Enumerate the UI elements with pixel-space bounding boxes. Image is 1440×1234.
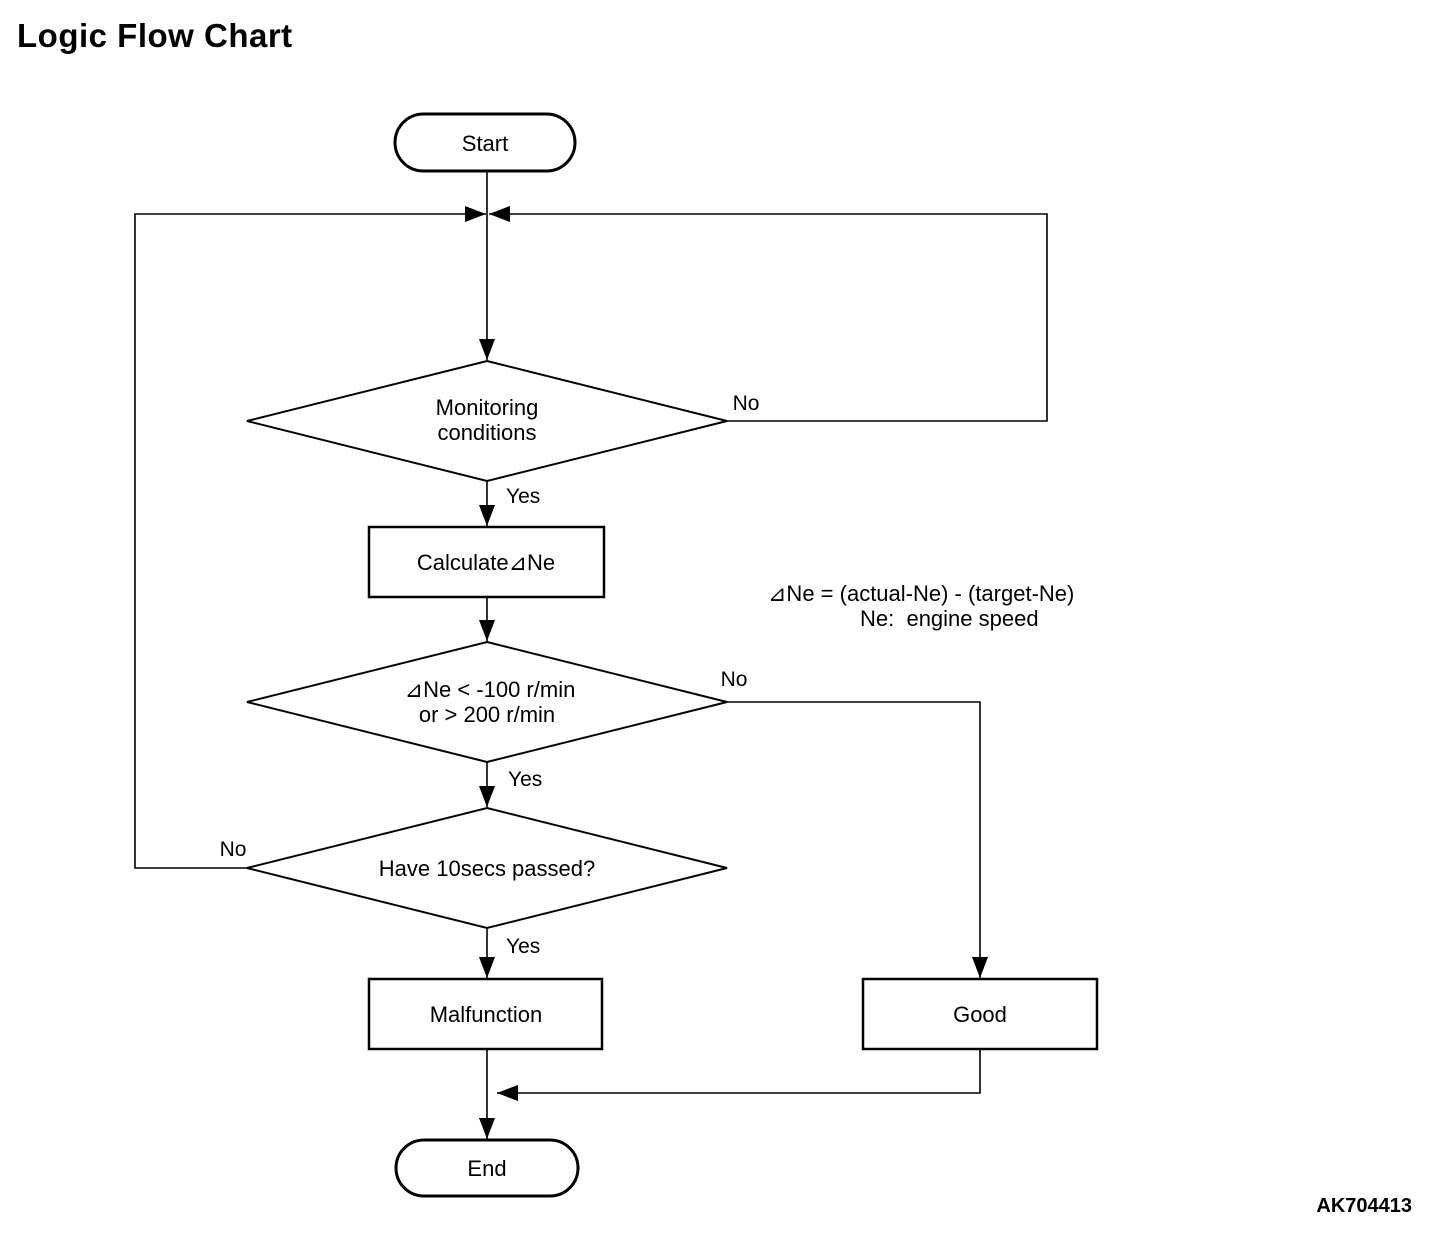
- label-delta-no: No: [721, 668, 748, 691]
- label-monitoring-no: No: [733, 392, 760, 415]
- node-calculate-delta-ne: Calculate⊿Ne: [367, 525, 606, 599]
- node-ten-secs-passed: Have 10secs passed?: [246, 806, 728, 930]
- edge-monitoring-no-loop: [489, 206, 1048, 422]
- edge-ten-secs-no-loop: [134, 206, 486, 869]
- calculate-delta-ne-label: Calculate⊿Ne: [417, 550, 555, 575]
- good-shape: [861, 977, 1099, 1051]
- node-end: End: [394, 1138, 580, 1198]
- node-malfunction: Malfunction: [367, 977, 604, 1051]
- edge-delta-no-to-good: [727, 701, 988, 978]
- calculate-delta-ne-shape: [367, 525, 606, 599]
- delta-ne-check-label-line1: ⊿Ne < -100 r/min: [405, 677, 576, 702]
- edge-good-to-merge: [497, 1049, 981, 1101]
- label-ten-secs-yes: Yes: [506, 935, 540, 958]
- malfunction-shape: [367, 977, 604, 1051]
- malfunction-label: Malfunction: [430, 1002, 543, 1027]
- end-shape: [394, 1138, 580, 1198]
- node-delta-ne-check: ⊿Ne < -100 r/min or > 200 r/min: [246, 640, 728, 764]
- monitoring-conditions-label-line1: Monitoring: [436, 395, 539, 420]
- monitoring-conditions-label-line2: conditions: [437, 420, 536, 445]
- good-label: Good: [953, 1002, 1007, 1027]
- delta-ne-definition-note: ⊿Ne = (actual-Ne) - (target-Ne) Ne: engi…: [768, 581, 1074, 631]
- delta-ne-check-label-line2: or > 200 r/min: [419, 702, 555, 727]
- node-good: Good: [861, 977, 1099, 1051]
- label-ten-secs-no: No: [220, 838, 247, 861]
- ten-secs-passed-label: Have 10secs passed?: [379, 856, 595, 881]
- ten-secs-passed-shape: [246, 806, 728, 930]
- end-label: End: [467, 1156, 506, 1181]
- note-line2: Ne: engine speed: [860, 606, 1039, 631]
- label-monitoring-yes: Yes: [506, 485, 540, 508]
- start-shape: [393, 112, 577, 173]
- label-delta-yes: Yes: [508, 768, 542, 791]
- start-label: Start: [462, 131, 508, 156]
- page-title: Logic Flow Chart: [17, 17, 293, 54]
- node-start: Start: [393, 112, 577, 173]
- delta-ne-check-shape: [246, 640, 728, 764]
- figure-code: AK704413: [1316, 1195, 1412, 1217]
- monitoring-conditions-shape: [246, 359, 728, 483]
- note-line1: ⊿Ne = (actual-Ne) - (target-Ne): [768, 581, 1074, 606]
- node-monitoring-conditions: Monitoring conditions: [246, 359, 728, 483]
